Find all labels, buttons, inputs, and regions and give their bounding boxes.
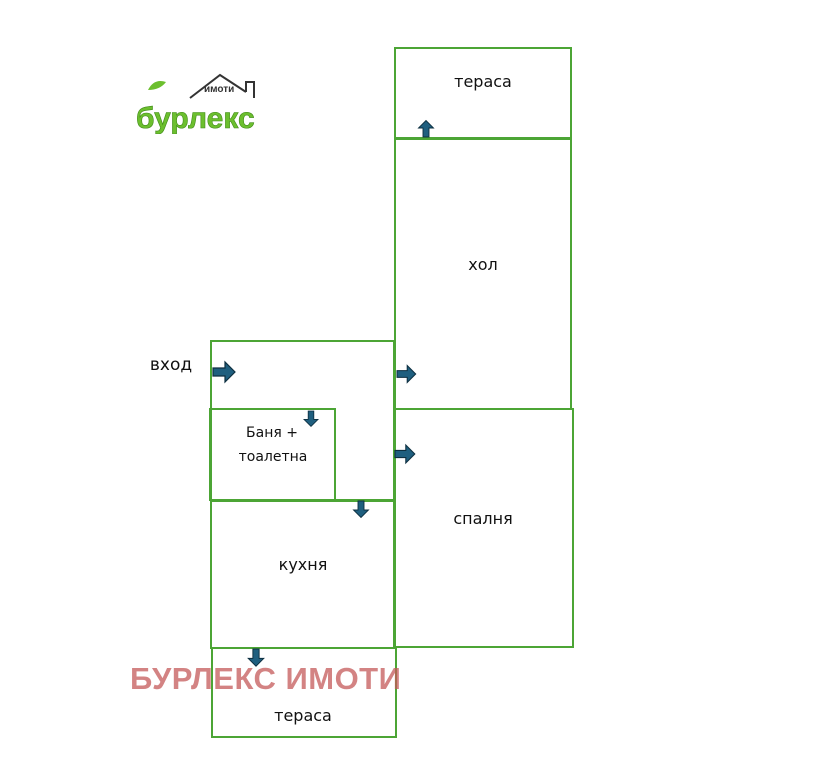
- label-terrace-bottom: тераса: [274, 706, 332, 725]
- watermark: БУРЛЕКС ИМОТИ: [130, 661, 402, 696]
- logo: имоти бурлекс: [134, 72, 264, 138]
- logo-subtext: имоти: [204, 84, 234, 95]
- room-terrace-top: [394, 47, 572, 140]
- label-bath2: тоалетна: [238, 449, 308, 465]
- label-living: хол: [468, 255, 498, 274]
- label-bedroom: спалня: [453, 509, 513, 528]
- label-terrace-top: тераса: [454, 72, 512, 91]
- logo-text: бурлекс: [136, 102, 255, 134]
- room-bedroom: [394, 408, 574, 648]
- room-kitchen: [210, 499, 395, 649]
- label-bath: Баня +: [246, 425, 298, 441]
- label-entrance: вход: [149, 355, 193, 375]
- label-kitchen: кухня: [278, 555, 328, 574]
- room-terrace-bottom: [211, 647, 397, 738]
